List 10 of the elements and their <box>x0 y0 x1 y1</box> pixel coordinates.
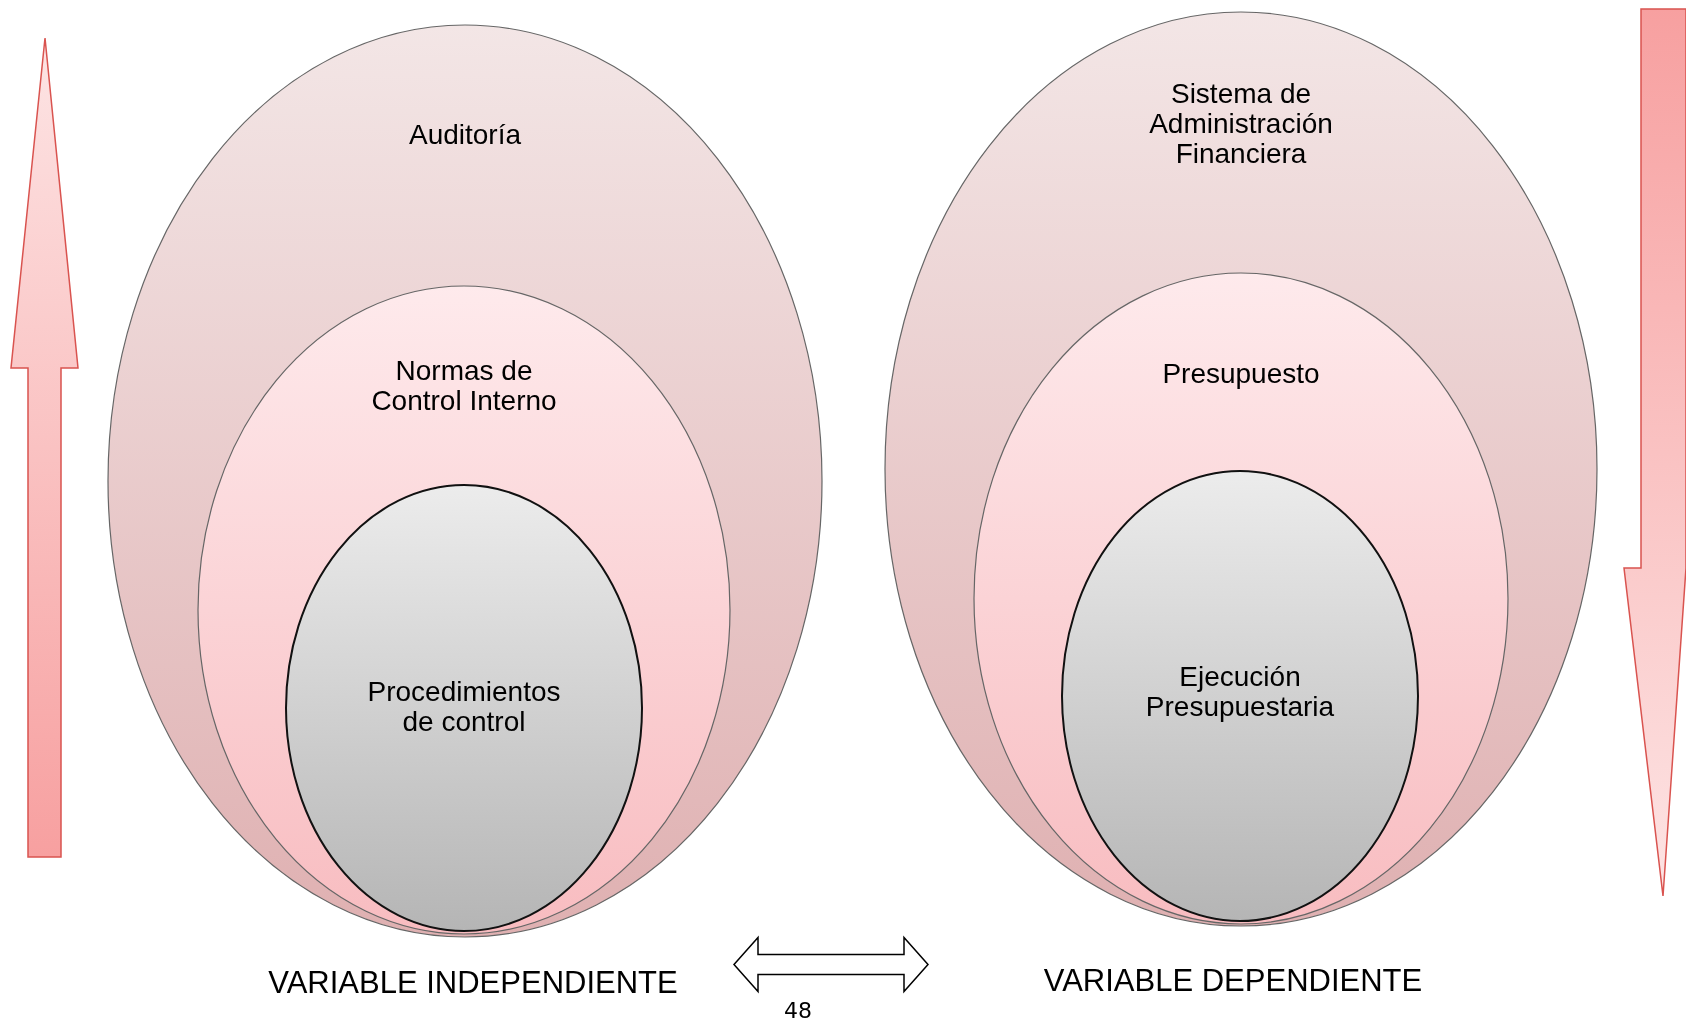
variable-label: VARIABLE DEPENDIENTE <box>1043 964 1423 998</box>
ellipse-label: Ejecución Presupuestaria <box>1144 662 1336 722</box>
ellipse-label: Sistema de Administración Financiera <box>1148 79 1334 169</box>
ellipse-label: Normas de Control Interno <box>370 356 558 416</box>
ellipse-label: Procedimientos de control <box>366 677 562 737</box>
ellipse-label: Auditoría <box>407 120 523 150</box>
variable-label: VARIABLE INDEPENDIENTE <box>268 966 678 1000</box>
double-arrow <box>733 935 929 994</box>
page-number: 48 <box>783 998 813 1023</box>
ellipse-label: Presupuesto <box>1161 359 1321 389</box>
